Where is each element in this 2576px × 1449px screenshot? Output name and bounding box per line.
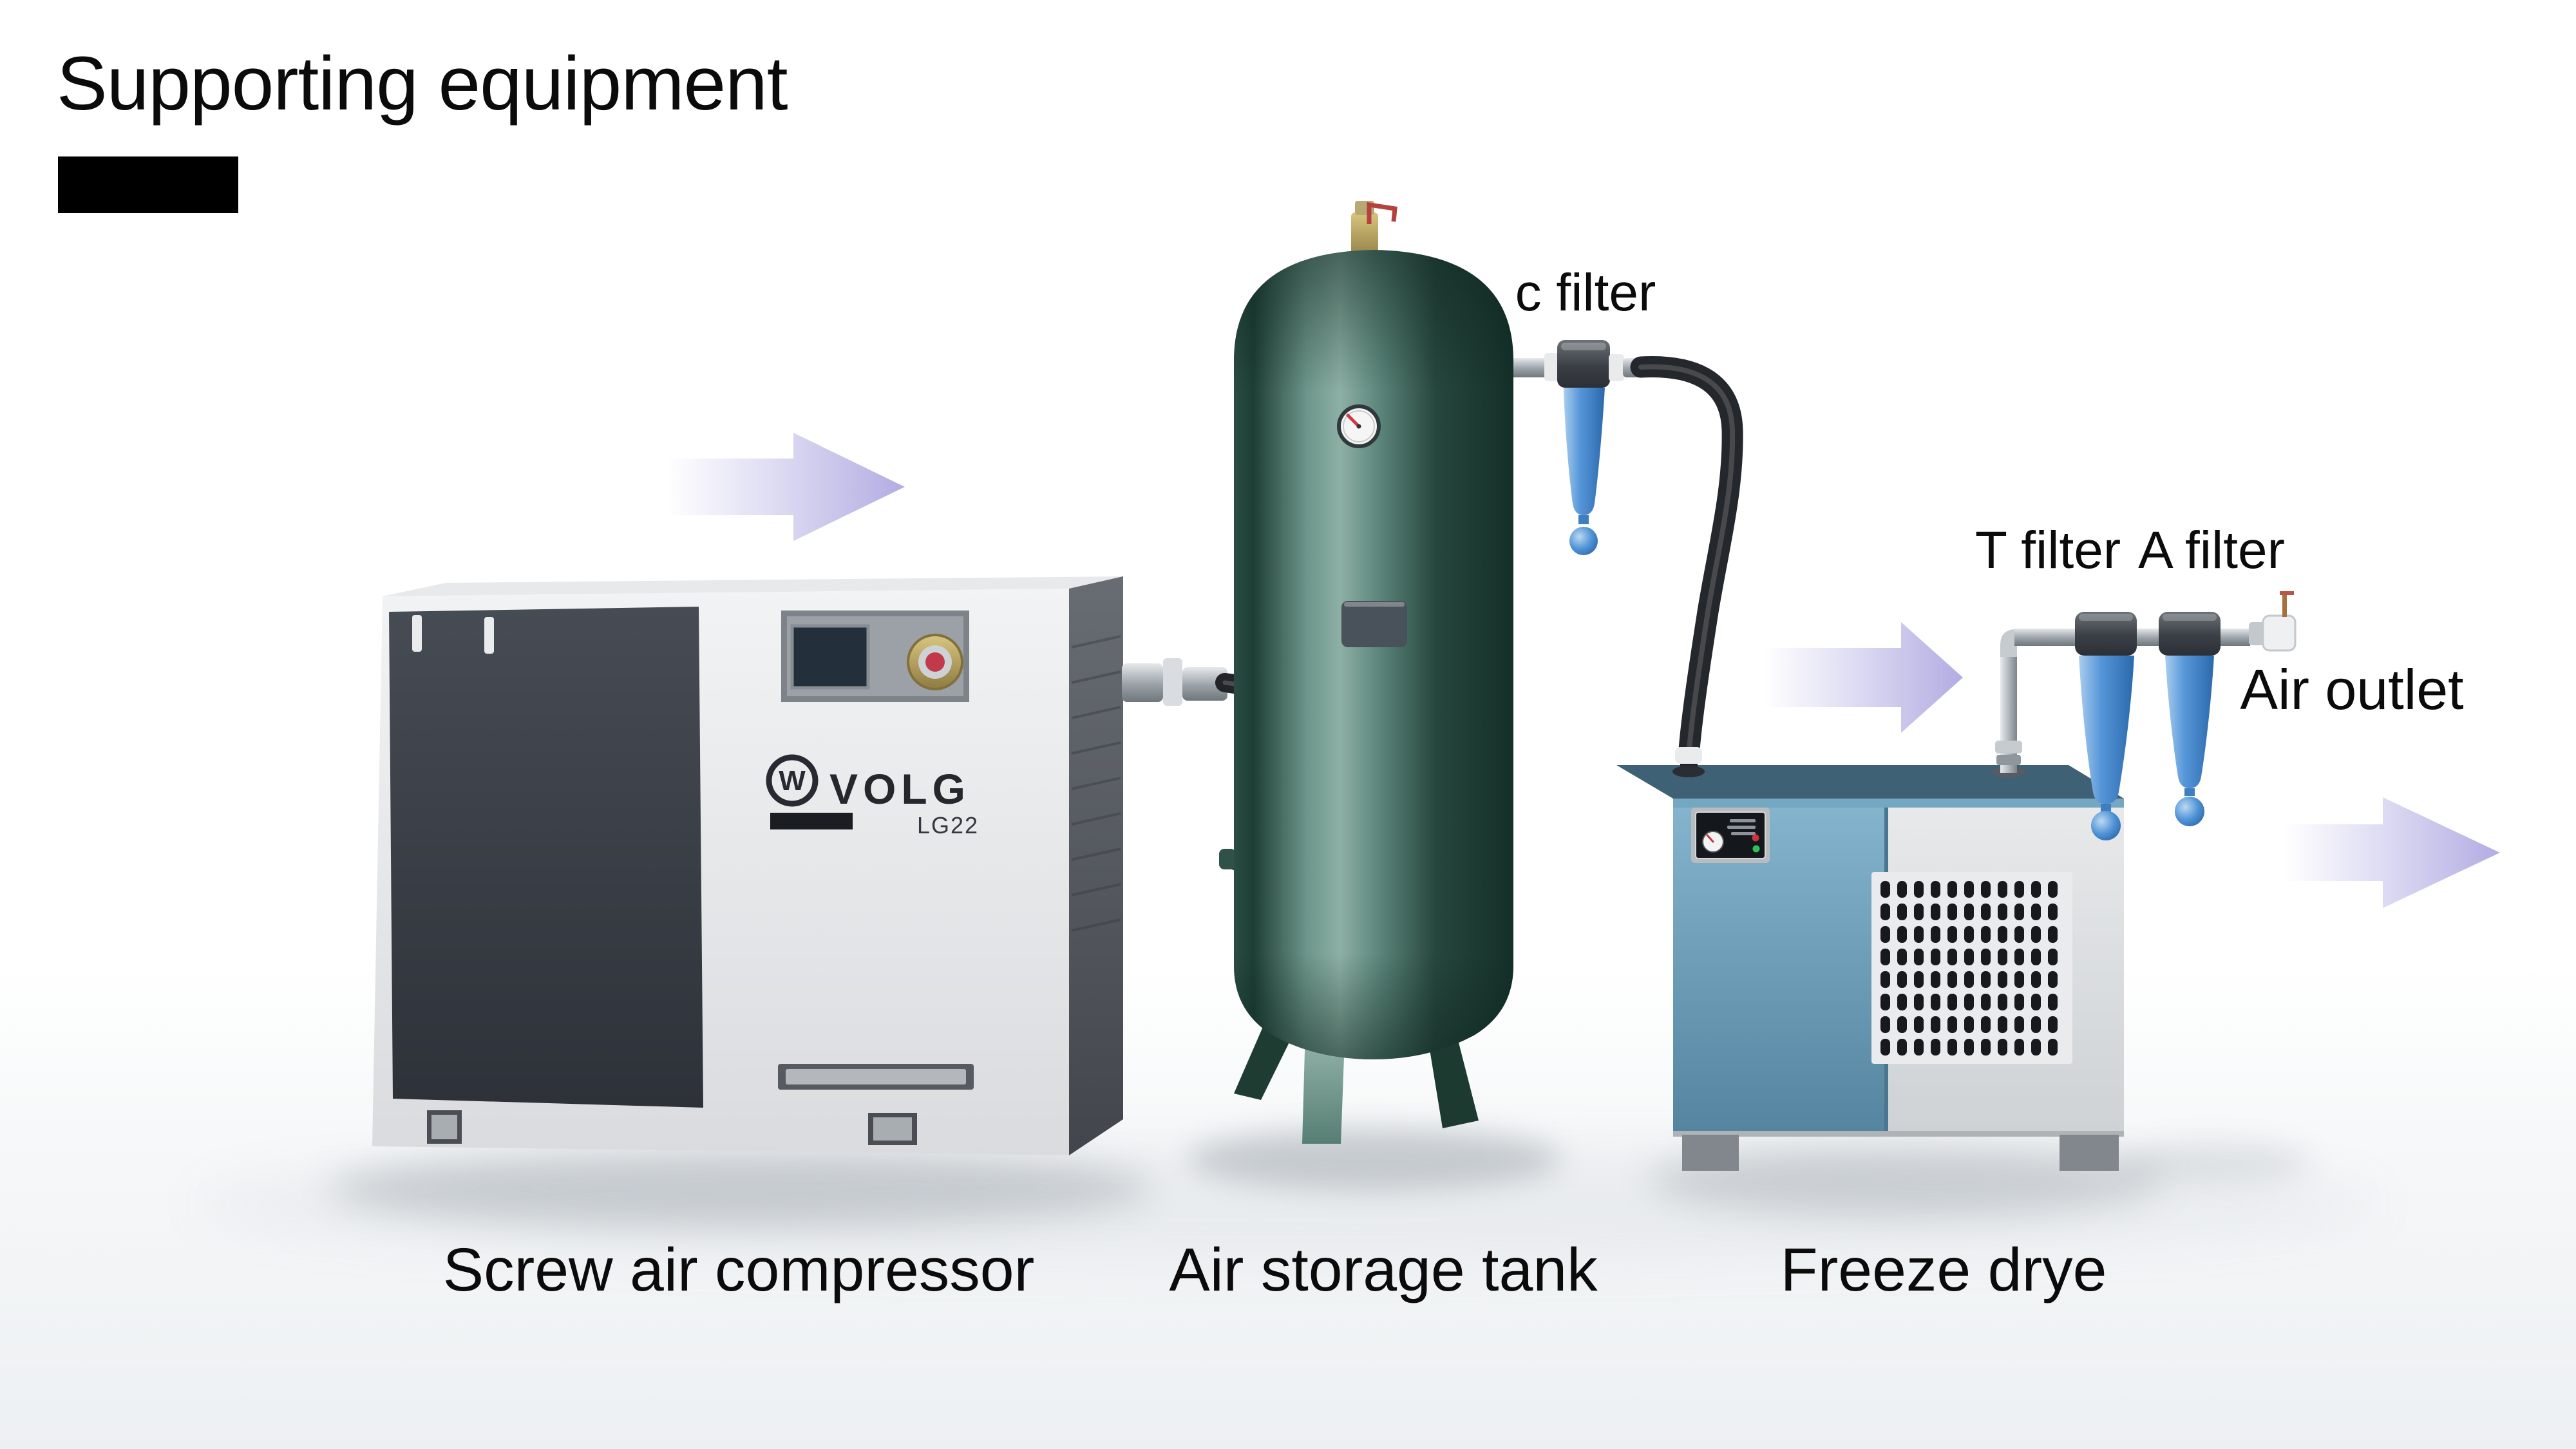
brand-underline — [770, 813, 853, 829]
bottom-vent-insert — [786, 1069, 966, 1084]
outlet-connector — [2249, 622, 2264, 645]
title-underline-bar — [58, 156, 238, 213]
pipe-collar — [1996, 755, 2021, 765]
brand-logo-icon — [766, 754, 819, 807]
brand-name: VOLG — [829, 765, 971, 813]
flow-arrow-icon — [1765, 622, 1963, 733]
page-title: Supporting equipment — [57, 41, 788, 126]
air-storage-tank — [1234, 201, 1547, 1144]
dryer-leg — [1682, 1135, 1739, 1171]
emergency-stop-core — [925, 652, 945, 672]
door-handle-slot — [484, 617, 494, 654]
compressor-caption: Screw air compressor — [442, 1236, 1035, 1304]
t-filter-bowl — [2079, 656, 2134, 804]
freeze-dryer — [1616, 747, 2124, 1171]
compressor-door-panel — [389, 607, 703, 1108]
tank-outlet-pipe — [1513, 358, 1547, 377]
dryer-top-edge-strip — [1673, 799, 2124, 809]
outlet-elbow — [2262, 614, 2297, 652]
outlet-collar — [1163, 658, 1182, 706]
model-number: LG22 — [917, 812, 979, 838]
dryer-caption: Freeze drye — [1780, 1236, 2107, 1304]
pipe-collar — [1995, 741, 2022, 753]
outlet-pin-bar — [2280, 591, 2294, 595]
dryer-leg — [2060, 1135, 2119, 1171]
vent-grille — [1880, 881, 2062, 1056]
compressor-top-face — [383, 576, 1123, 596]
a-filter — [2159, 612, 2221, 826]
c-filter-bowl — [1564, 388, 1605, 515]
indicator-light-red — [1752, 834, 1759, 842]
brand-logo-letter: W — [779, 765, 806, 797]
brand-logo: W VOLG LG22 — [766, 754, 979, 838]
c-filter-head — [1557, 340, 1610, 388]
c-filter-collar — [1609, 354, 1624, 381]
compressor-side-face — [1069, 576, 1123, 1155]
dryer-base-edge — [1673, 1131, 2124, 1137]
c-filter — [1544, 340, 1641, 555]
side-vent-slats — [1071, 635, 1121, 932]
c-filter-drain-ball — [1569, 527, 1598, 555]
floor-shadows — [193, 1128, 2383, 1262]
flow-arrow-icon — [2285, 797, 2500, 908]
compressor-foot-insert — [873, 1117, 912, 1141]
a-filter-label: A filter — [2138, 521, 2285, 580]
a-filter-bowl — [2165, 656, 2214, 788]
display-screen — [790, 624, 870, 690]
a-filter-neck — [2184, 788, 2195, 796]
tank-nameplate — [1341, 601, 1407, 647]
screw-air-compressor: W VOLG LG22 — [372, 576, 1227, 1155]
tank-shading — [1234, 250, 1513, 1059]
door-handle-slot — [412, 615, 422, 652]
air-outlet-label: Air outlet — [2240, 658, 2464, 721]
a-filter-drain-ball — [2175, 797, 2204, 826]
safety-valve-lever — [1367, 202, 1397, 224]
gauge-needle — [1346, 413, 1361, 428]
dryer-inlet-flange — [1672, 766, 1705, 777]
dryer-control-panel — [1691, 808, 1770, 863]
c-filter-neck — [1578, 515, 1589, 524]
tank-nameplate-highlight — [1344, 602, 1405, 607]
tank-body — [1234, 250, 1513, 1059]
t-filter-neck — [2101, 804, 2111, 811]
hose-cfilter-to-dryer — [1630, 356, 1743, 768]
compressor-foot-insert — [431, 1115, 457, 1139]
air-outlet-fitting — [2249, 591, 2297, 652]
outlet-fitting — [1122, 663, 1163, 702]
t-filter-drain-ball — [2091, 811, 2121, 840]
t-filter — [2075, 612, 2137, 840]
flow-arrows — [667, 433, 2500, 908]
outlet-pin — [2282, 594, 2287, 617]
indicator-light-green — [1752, 845, 1760, 853]
c-filter-label: c filter — [1515, 263, 1656, 322]
outlet-fitting — [1182, 667, 1227, 701]
tank-caption: Air storage tank — [1169, 1236, 1598, 1304]
t-filter-label: T filter — [1975, 521, 2121, 580]
hose-collar — [1675, 747, 1702, 764]
pressure-gauge — [1337, 404, 1381, 448]
c-filter-collar — [1544, 353, 1558, 381]
tank-inlet-stub — [1219, 849, 1236, 869]
t-filter-head — [2075, 612, 2137, 656]
flow-arrow-icon — [667, 433, 905, 541]
a-filter-head — [2159, 612, 2221, 656]
